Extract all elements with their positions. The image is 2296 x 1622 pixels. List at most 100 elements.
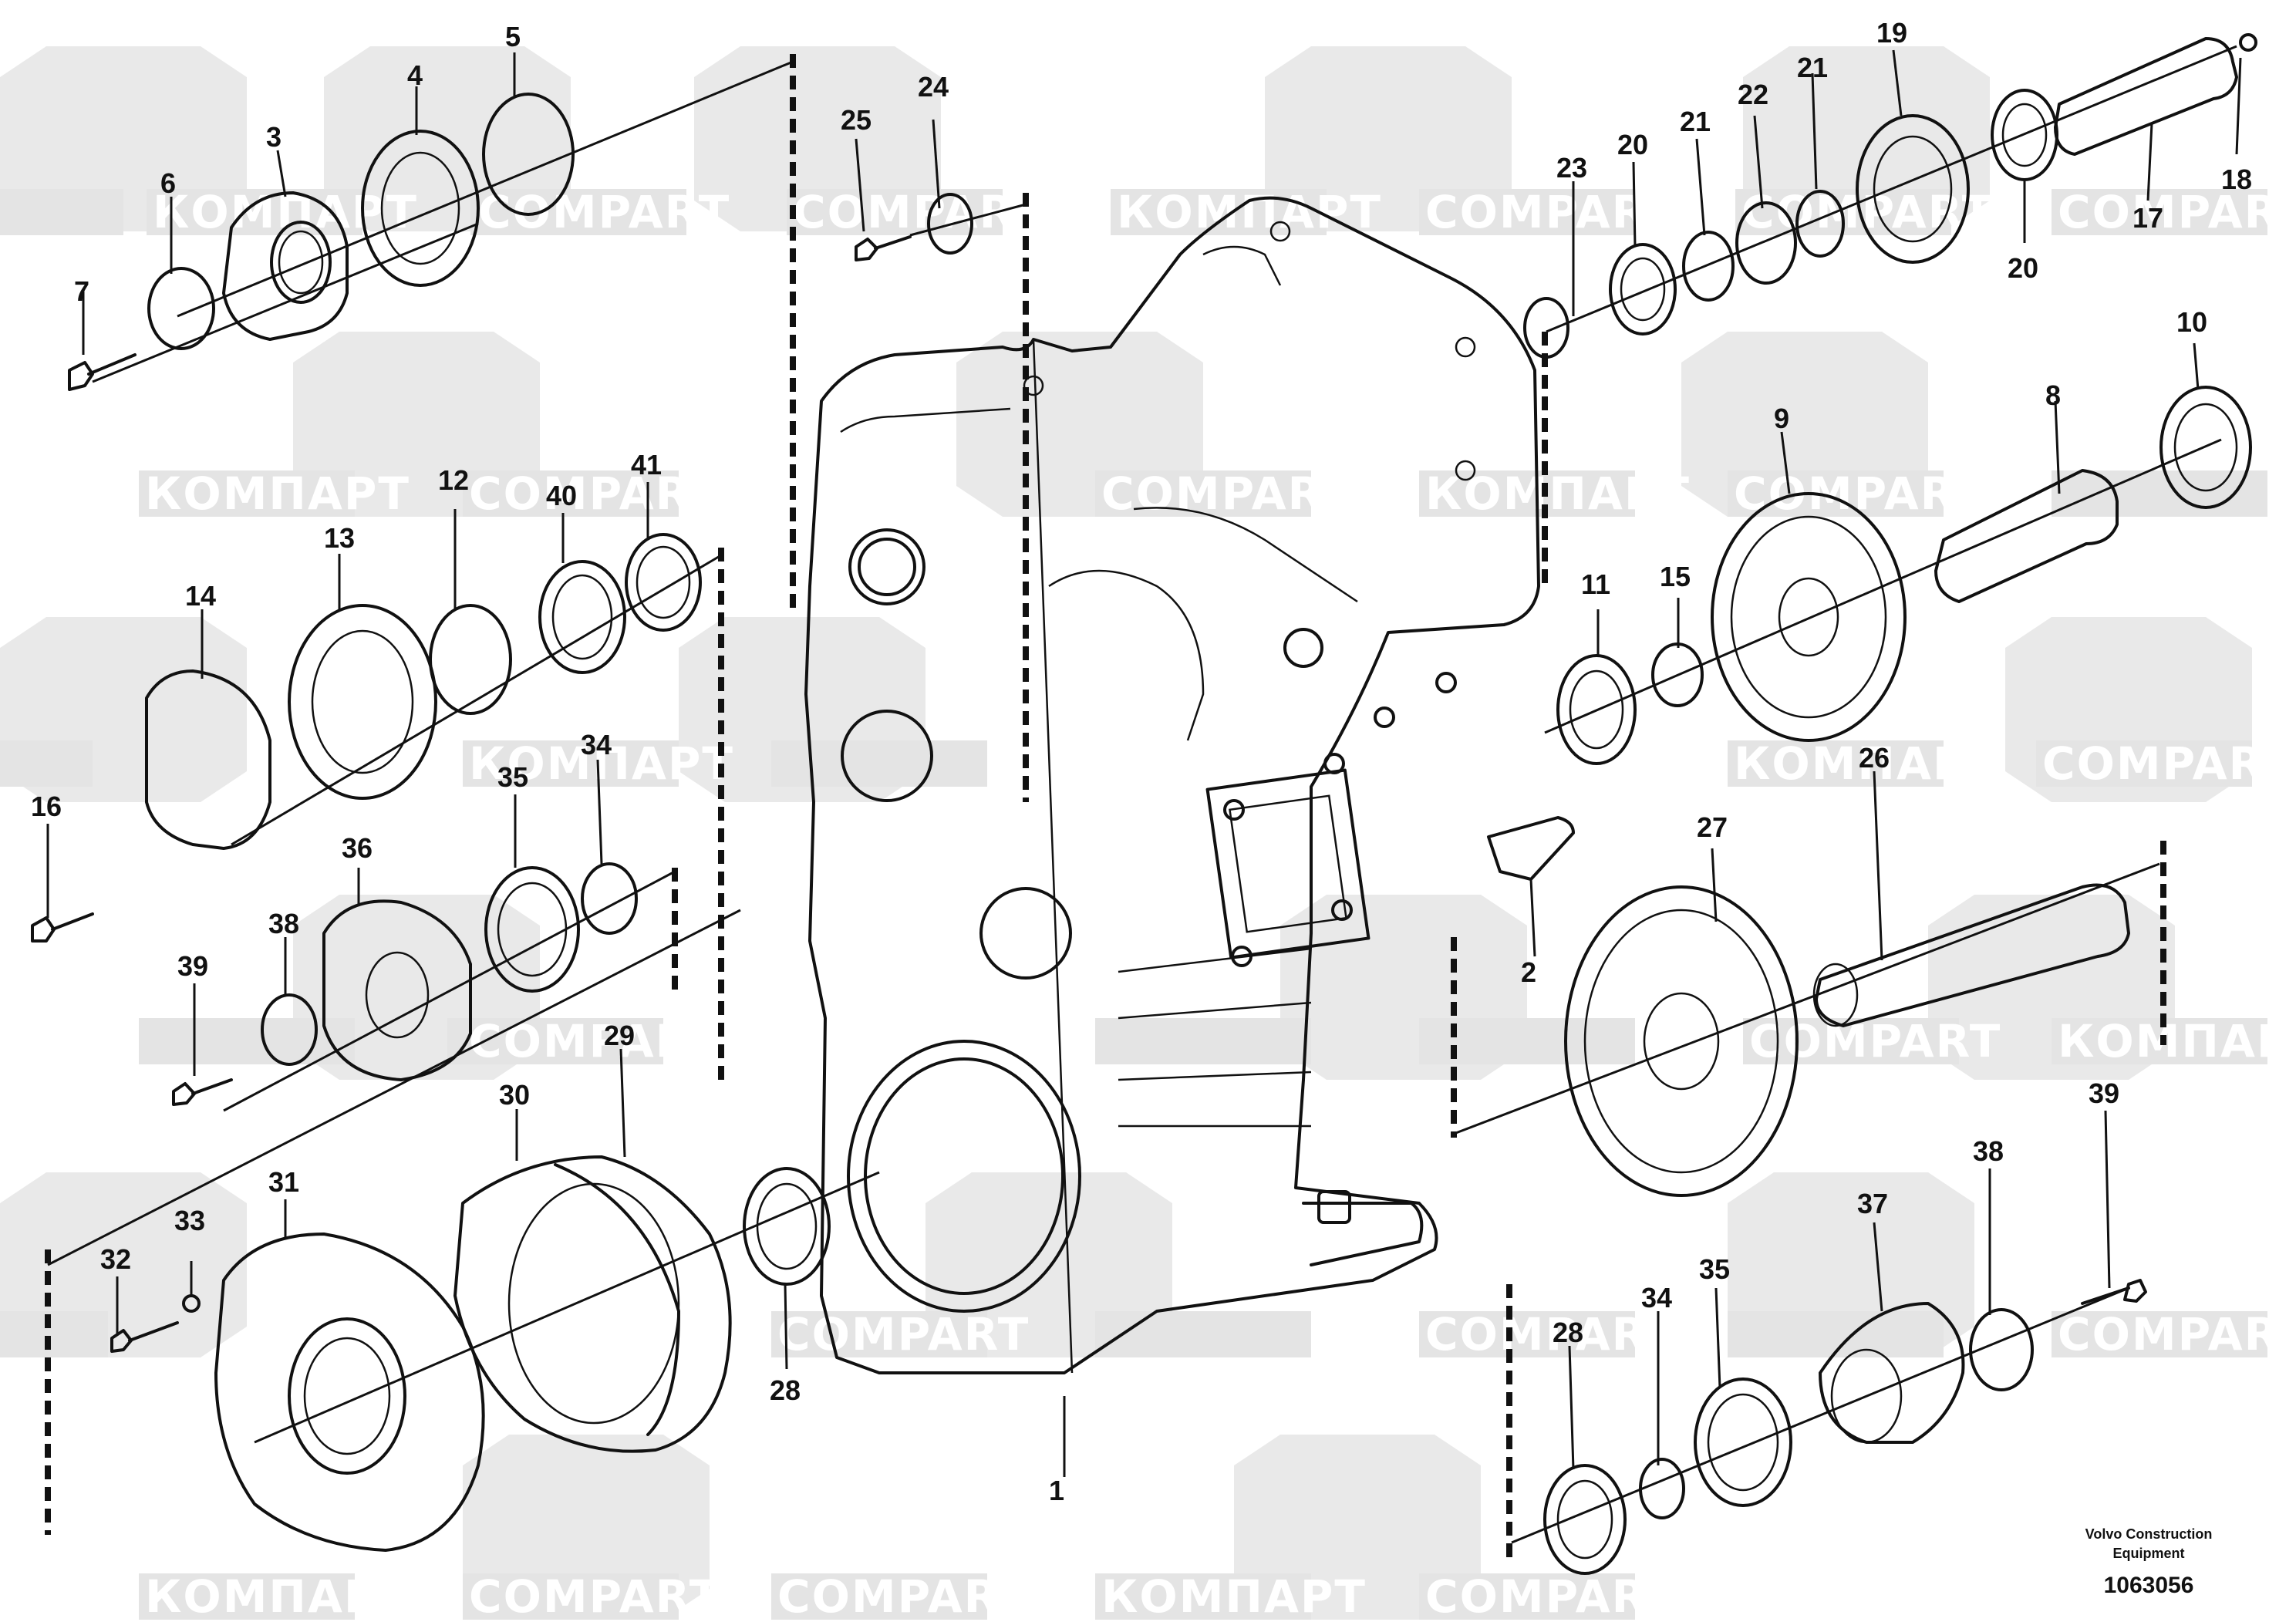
watermark-text: COMPART bbox=[2058, 186, 2296, 238]
middle-left-cover-group bbox=[31, 533, 722, 943]
watermark-text: COMPART bbox=[1749, 1015, 2001, 1067]
callout-32: 32 bbox=[100, 1243, 131, 1275]
seal-40 bbox=[538, 560, 626, 674]
watermark-text: COMPART bbox=[1425, 1570, 1677, 1622]
callout-17: 17 bbox=[2132, 202, 2163, 234]
callout-38b: 38 bbox=[1973, 1135, 2004, 1167]
o-ring-34 bbox=[581, 862, 638, 935]
cover-plate-3 bbox=[222, 191, 349, 341]
bolt-39 bbox=[172, 1082, 196, 1106]
callout-11: 11 bbox=[1581, 568, 1610, 600]
watermark-band-row-5: COMPART COMPART COMPART bbox=[0, 1308, 2296, 1361]
watermark-text: COMPART bbox=[777, 1308, 1030, 1361]
callout-21a: 21 bbox=[1680, 106, 1711, 137]
o-ring-12 bbox=[429, 604, 512, 715]
callout-7: 7 bbox=[74, 275, 89, 307]
shim-29 bbox=[554, 1163, 680, 1436]
assembly-brackets bbox=[45, 54, 2166, 1558]
callout-13: 13 bbox=[324, 522, 355, 554]
callout-31: 31 bbox=[268, 1166, 299, 1198]
watermark-text: COMPART bbox=[469, 1015, 721, 1067]
callout-20a: 20 bbox=[1617, 129, 1648, 160]
watermark-text: КОМПАРТ bbox=[1101, 1570, 1367, 1622]
bolt-7 bbox=[68, 361, 94, 391]
callout-3: 3 bbox=[266, 121, 282, 153]
output-flange-left-group bbox=[172, 862, 676, 1112]
bolt-16 bbox=[31, 916, 56, 943]
callout-26: 26 bbox=[1859, 742, 1890, 774]
gear-9 bbox=[1711, 492, 1907, 742]
shaft-8 bbox=[1934, 469, 2119, 603]
bolt-32 bbox=[110, 1329, 133, 1353]
drawing-footer: Volvo Construction Equipment 1063056 bbox=[2085, 1526, 2213, 1598]
callout-8: 8 bbox=[2045, 379, 2061, 411]
callout-28a: 28 bbox=[770, 1374, 801, 1406]
callout-2: 2 bbox=[1521, 956, 1536, 988]
watermark-text: КОМПАРТ bbox=[1117, 186, 1382, 238]
callout-leader-lines bbox=[46, 49, 2242, 1477]
callout-labels: 1 2 3 4 5 6 7 8 9 10 11 12 13 14 15 16 1… bbox=[31, 17, 2252, 1506]
callout-27: 27 bbox=[1697, 811, 1728, 843]
plug-6 bbox=[147, 267, 215, 350]
callout-9: 9 bbox=[1774, 403, 1789, 434]
callout-18: 18 bbox=[2221, 164, 2252, 195]
company-name-line-1: Volvo Construction bbox=[2085, 1526, 2213, 1542]
watermark-text: КОМПАРТ bbox=[469, 737, 734, 790]
callout-33: 33 bbox=[174, 1205, 205, 1236]
watermark-text: COMPART bbox=[2058, 1308, 2296, 1361]
callout-21b: 21 bbox=[1797, 52, 1828, 83]
watermark-text: КОМПАРТ bbox=[2058, 1015, 2296, 1067]
gear-19 bbox=[1856, 114, 1970, 264]
bearing-28 bbox=[743, 1167, 831, 1286]
gasket-4 bbox=[361, 130, 480, 287]
callout-5: 5 bbox=[505, 21, 521, 52]
callout-24: 24 bbox=[918, 71, 949, 103]
watermark-layer: КОМПАРТ COMPART COMPART КОМПАРТ COMPART … bbox=[0, 46, 2296, 1622]
ring-22 bbox=[1735, 201, 1797, 285]
callout-23: 23 bbox=[1556, 152, 1587, 184]
o-ring-23 bbox=[1523, 297, 1569, 359]
callout-34b: 34 bbox=[1641, 1282, 1672, 1313]
callout-38a: 38 bbox=[268, 908, 299, 939]
callout-1: 1 bbox=[1049, 1475, 1064, 1506]
callout-39a: 39 bbox=[177, 950, 208, 982]
plug-24 bbox=[927, 193, 973, 255]
cover-14 bbox=[145, 669, 271, 850]
callout-37: 37 bbox=[1857, 1188, 1888, 1219]
washer-38 bbox=[261, 993, 318, 1066]
callout-29: 29 bbox=[604, 1020, 635, 1051]
watermark-text: COMPART bbox=[1425, 186, 1677, 238]
watermark-text: COMPART bbox=[2042, 737, 2294, 790]
callout-34a: 34 bbox=[581, 729, 612, 760]
drawing-number: 1063056 bbox=[2104, 1573, 2194, 1598]
callout-35a: 35 bbox=[497, 761, 528, 793]
watermark-text: COMPART bbox=[777, 1570, 1030, 1622]
bolt-39b bbox=[2123, 1279, 2147, 1303]
watermark-text: КОМПАРТ bbox=[145, 467, 410, 520]
callout-19: 19 bbox=[1876, 17, 1907, 49]
watermark-text: КОМПАРТ bbox=[145, 1570, 410, 1622]
bearing-20a bbox=[1609, 243, 1677, 336]
callout-35b: 35 bbox=[1699, 1253, 1730, 1285]
ring-21a bbox=[1682, 231, 1735, 302]
callout-16: 16 bbox=[31, 791, 62, 822]
watermark-text: КОМПАРТ bbox=[1425, 467, 1691, 520]
callout-4: 4 bbox=[407, 59, 423, 91]
transmission-housing bbox=[804, 196, 1540, 1374]
callout-10: 10 bbox=[2176, 306, 2207, 338]
watermark-band-row-2: КОМПАРТ COMPART COMPART КОМПАРТ COMPART bbox=[139, 467, 2267, 520]
watermark-text: COMPART bbox=[793, 186, 1045, 238]
callout-15: 15 bbox=[1660, 561, 1691, 592]
watermark-text: КОМПАРТ bbox=[1734, 737, 1999, 790]
o-ring-5 bbox=[482, 93, 575, 216]
callout-25: 25 bbox=[841, 104, 872, 136]
callout-28b: 28 bbox=[1553, 1317, 1583, 1348]
callout-39b: 39 bbox=[2089, 1077, 2119, 1109]
seal-35b bbox=[1694, 1378, 1792, 1507]
ring-21b bbox=[1795, 190, 1845, 258]
watermark-text: COMPART bbox=[1101, 467, 1354, 520]
watermark-band-row-3: КОМПАРТ КОМПАРТ COMPART bbox=[0, 737, 2294, 790]
callout-40: 40 bbox=[546, 480, 577, 511]
flange-36 bbox=[322, 899, 472, 1081]
